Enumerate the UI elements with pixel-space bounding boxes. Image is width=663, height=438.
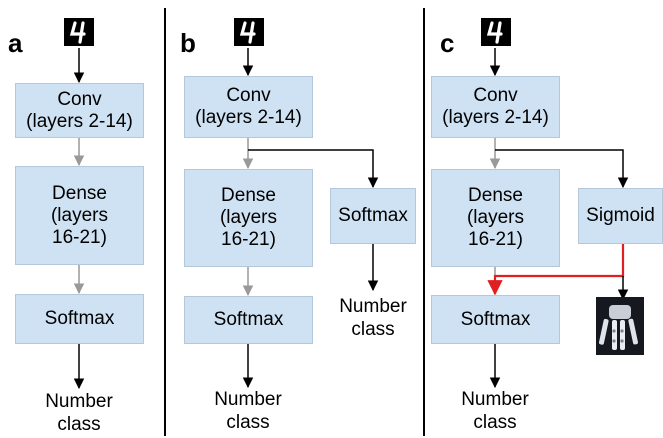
conv-layers-label: (layers 2-14) <box>26 110 133 132</box>
input-digit-image-b <box>234 18 264 46</box>
conv-box-a: Conv(layers 2-14) <box>15 83 144 138</box>
softmax-box-b: Softmax <box>184 296 313 344</box>
branch-output-line-2: class <box>351 319 395 340</box>
dense-label: Dense <box>52 182 107 204</box>
dense-range-label: 16-21) <box>52 226 107 248</box>
softmax-label: Softmax <box>460 308 531 330</box>
output-line-1: Number <box>214 389 282 410</box>
sigmoid-box-c: Sigmoid <box>578 188 663 244</box>
branch-softmax-label: Softmax <box>338 205 408 226</box>
arrow-b-conv-branch <box>248 149 379 189</box>
arrow-c-conv-sigmoid <box>495 149 629 189</box>
conv-label: Conv <box>473 85 518 106</box>
conv-label: Conv <box>226 85 271 106</box>
output-line-2: class <box>57 414 101 435</box>
conv-box-b: Conv(layers 2-14) <box>184 76 313 138</box>
conv-layers-label: (layers 2-14) <box>195 107 302 128</box>
softmax-label: Softmax <box>44 308 115 329</box>
conv-layers-label: (layers 2-14) <box>442 107 549 128</box>
softmax-label: Softmax <box>213 309 284 330</box>
panel-letter-c: c <box>440 28 455 58</box>
softmax-box-a: Softmax <box>15 294 144 344</box>
conv-box-c: Conv(layers 2-14) <box>431 76 560 138</box>
input-digit-image-a <box>64 18 94 46</box>
panel-divider-ab <box>164 8 166 436</box>
input-digit-image-c <box>481 18 511 46</box>
panel-letter-a: a <box>8 28 23 58</box>
conv-label: Conv <box>57 88 102 110</box>
dense-layers-label: (layers <box>219 207 277 228</box>
dense-range-label: 16-21) <box>221 229 276 250</box>
dense-label: Dense <box>221 185 276 206</box>
softmax-box-c: Softmax <box>431 295 560 344</box>
dense-label: Dense <box>468 185 523 206</box>
output-line-2: class <box>473 412 517 433</box>
panel-divider-bc <box>423 8 425 436</box>
output-line-2: class <box>226 412 270 433</box>
output-line-1: Number <box>461 389 529 410</box>
robot-hand-image <box>596 297 644 355</box>
dense-range-label: 16-21) <box>468 229 523 250</box>
dense-layers-label: (layers <box>50 204 108 226</box>
branch-output-line-1: Number <box>339 296 407 317</box>
dense-layers-label: (layers <box>466 207 524 228</box>
sigmoid-label: Sigmoid <box>586 205 655 226</box>
branch-softmax-box-b: Softmax <box>330 188 416 244</box>
output-line-1: Number <box>45 391 113 412</box>
panel-letter-b: b <box>180 28 196 58</box>
arrow-c-sigmoid-gate <box>487 244 625 296</box>
